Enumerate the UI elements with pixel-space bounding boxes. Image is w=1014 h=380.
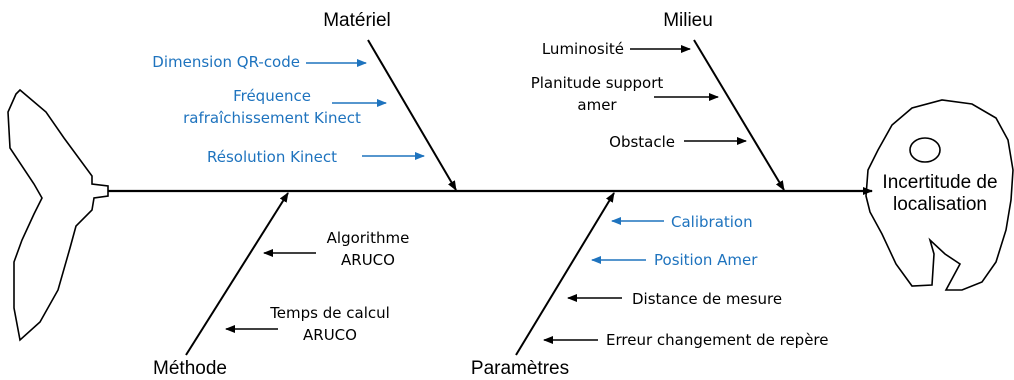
cause-label-line: Planitude support: [531, 74, 664, 92]
effect-label-line: localisation: [893, 194, 987, 215]
category-parametres-label: Paramètres: [471, 358, 569, 379]
cause-resolution-kinect-label: Résolution Kinect: [207, 148, 337, 166]
category-milieu-label: Milieu: [663, 10, 713, 31]
fish-head-outline: [865, 99, 1014, 291]
cause-label-line: Position Amer: [654, 251, 758, 269]
fish-tail-outline: [7, 88, 109, 342]
cause-label-line: Distance de mesure: [632, 290, 782, 308]
cause-distance-de-mesure-label: Distance de mesure: [632, 290, 782, 308]
bone-parametres: [515, 192, 615, 356]
cause-label-line: Temps de calcul: [269, 304, 390, 322]
cause-label-line: Algorithme: [327, 229, 410, 247]
category-methode-label: Méthode: [153, 358, 227, 379]
cause-label-line: amer: [577, 96, 617, 114]
bone-methode: [185, 192, 289, 356]
bone-materiel: [367, 39, 457, 191]
effect-label-line: Incertitude de: [882, 172, 997, 193]
cause-frequence-rafraichissement-kinect-label: Fréquence rafraîchissement Kinect: [183, 87, 361, 127]
cause-label-line: Luminosité: [542, 40, 624, 58]
cause-label-line: Résolution Kinect: [207, 148, 337, 166]
cause-label-line: rafraîchissement Kinect: [183, 109, 361, 127]
bone-milieu: [693, 39, 785, 191]
cause-label-line: Calibration: [671, 213, 753, 231]
cause-label-line: Erreur changement de repère: [606, 331, 829, 349]
cause-luminosite-label: Luminosité: [542, 40, 624, 58]
cause-label-line: ARUCO: [303, 326, 357, 344]
cause-label-line: Obstacle: [609, 133, 675, 151]
cause-label-line: Dimension QR-code: [152, 53, 300, 71]
cause-calibration-label: Calibration: [671, 213, 753, 231]
cause-position-amer-label: Position Amer: [654, 251, 758, 269]
cause-obstacle-label: Obstacle: [609, 133, 675, 151]
cause-erreur-changement-de-repere-label: Erreur changement de repère: [606, 331, 829, 349]
cause-planitude-support-amer-label: Planitude support amer: [531, 74, 664, 114]
cause-label-line: ARUCO: [341, 251, 395, 269]
category-materiel-label: Matériel: [323, 10, 391, 31]
fish-eye-icon: [909, 137, 941, 163]
cause-label-line: Fréquence: [233, 87, 311, 105]
cause-dimension-qr-code-label: Dimension QR-code: [152, 53, 300, 71]
